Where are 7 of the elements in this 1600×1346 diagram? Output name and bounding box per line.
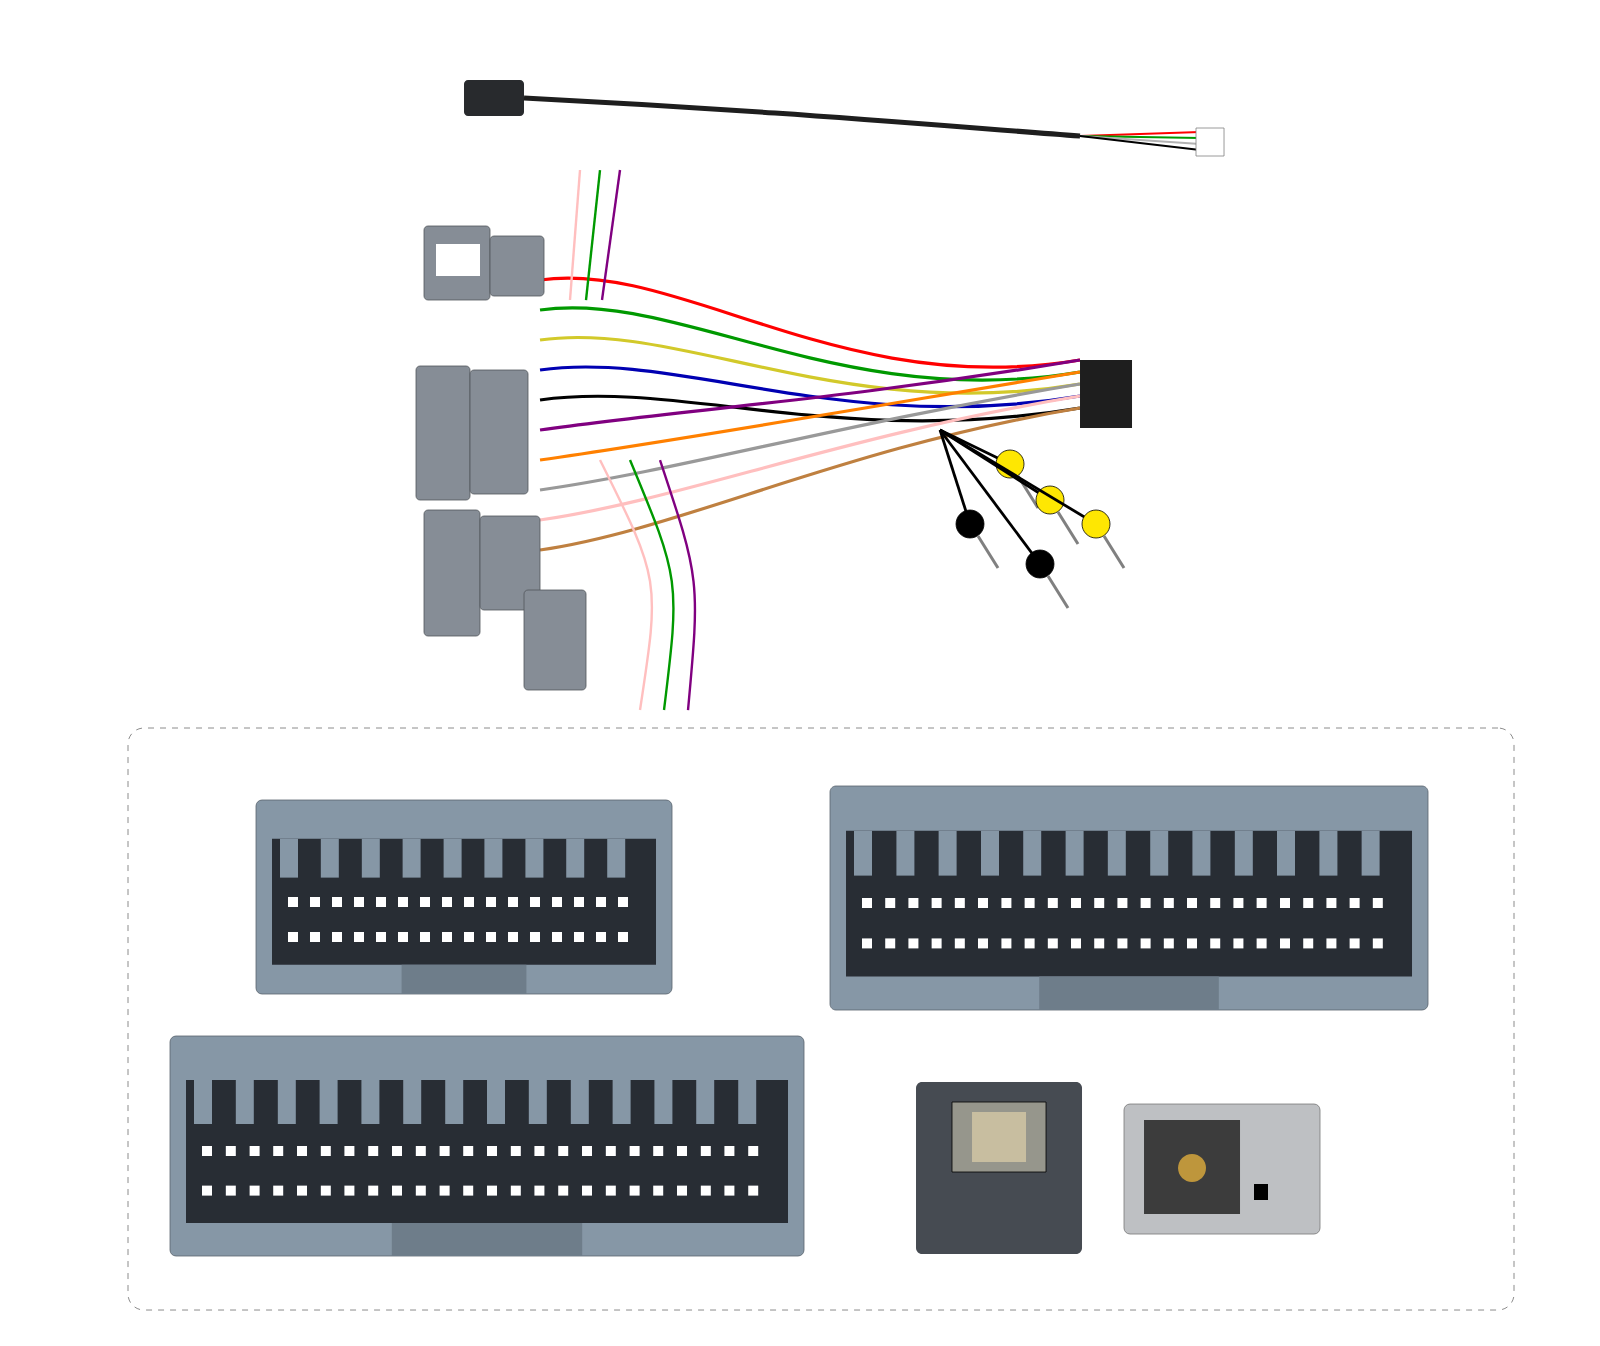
connector-drawing	[1123, 1103, 1321, 1235]
connector-drawing	[169, 1035, 805, 1257]
connector-drawing	[916, 1082, 1082, 1254]
dashed-frame	[127, 727, 1515, 1311]
connector-drawing	[255, 799, 673, 995]
wiring-harness-drawing	[415, 80, 1225, 711]
connector-drawing	[829, 785, 1429, 1011]
